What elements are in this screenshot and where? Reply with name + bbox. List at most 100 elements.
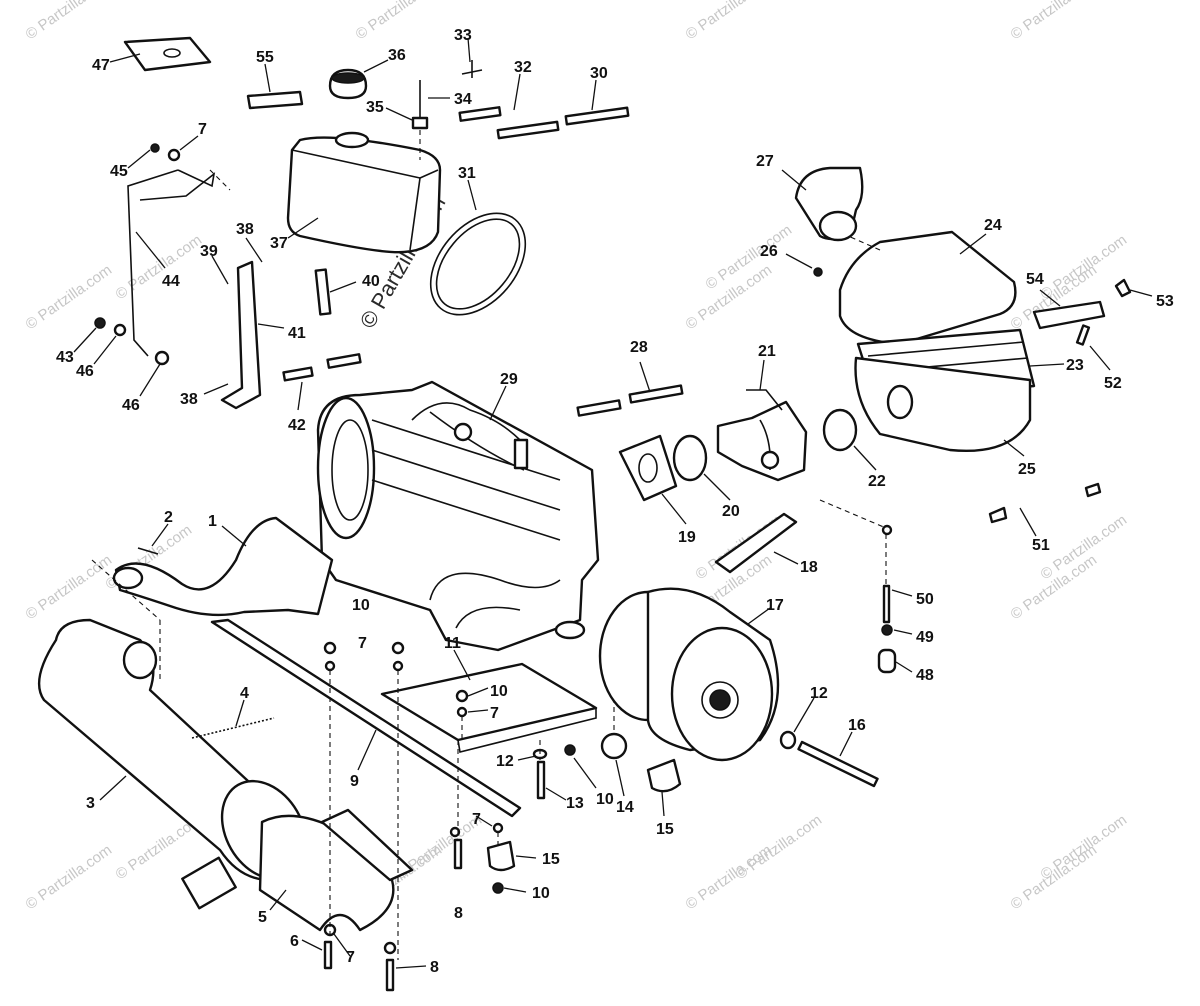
- part-37-edge: [291, 149, 421, 179]
- leader-7e: [333, 933, 351, 957]
- part-5-bracket: [320, 808, 414, 882]
- part-28-hose: [628, 384, 684, 404]
- watermark-corner: © Partzilla.com: [23, 551, 116, 623]
- leader-21: [759, 359, 765, 391]
- callout-27: 27: [756, 153, 774, 170]
- part-55-decal: [246, 90, 304, 110]
- assembly-line: [91, 559, 161, 621]
- part-33-tee-fitting: [461, 60, 483, 78]
- callout-1: 1: [208, 513, 217, 530]
- callout-40: 40: [362, 273, 380, 290]
- callout-45: 45: [110, 163, 128, 180]
- leader-15b: [515, 855, 537, 859]
- part-7-washer: [167, 148, 181, 162]
- callout-55: 55: [256, 49, 274, 66]
- part-31-strap-inner: [435, 218, 521, 310]
- leader-52: [1089, 345, 1111, 371]
- leader-53: [1129, 289, 1153, 297]
- part-32-hose: [458, 106, 502, 122]
- leader-38b: [203, 383, 229, 395]
- part-9-rail: [210, 618, 522, 818]
- callout-30: 30: [590, 65, 608, 82]
- callout-24: 24: [984, 217, 1002, 234]
- leader-7c: [467, 709, 489, 713]
- callout-2: 2: [164, 509, 173, 526]
- callout-51: 51: [1032, 537, 1050, 554]
- callout-35: 35: [366, 99, 384, 116]
- callout-8: 8: [454, 905, 463, 922]
- leader-45: [127, 149, 151, 169]
- part-7-washer: [449, 826, 461, 838]
- leader-39: [211, 255, 229, 285]
- leader-5: [269, 889, 287, 911]
- part-5-heat-shield: [258, 814, 395, 932]
- callout-11: 11: [444, 635, 461, 652]
- callout-15: 15: [542, 851, 560, 868]
- callout-37: 37: [270, 235, 288, 252]
- part-14-spacer: [600, 732, 628, 760]
- part-37-filler-neck: [334, 131, 370, 149]
- callout-29: 29: [500, 371, 518, 388]
- callout-50: 50: [916, 591, 934, 608]
- callout-19: 19: [678, 529, 696, 546]
- leader-4: [235, 699, 245, 727]
- callout-38: 38: [180, 391, 198, 408]
- callout-7: 7: [472, 811, 481, 828]
- leader-41: [257, 323, 285, 329]
- part-46-washer: [154, 350, 170, 366]
- callout-9: 9: [350, 773, 359, 790]
- part-23-filter-line: [867, 341, 1025, 357]
- part-11-mount-plate: [380, 662, 598, 742]
- leader-20: [703, 473, 731, 501]
- leader-16: [839, 731, 853, 757]
- callout-41: 41: [288, 325, 306, 342]
- part-21-carb-bowl: [760, 450, 780, 470]
- part-41-bracket: [220, 260, 262, 410]
- leader-36: [363, 59, 389, 73]
- part-46-washer: [113, 323, 127, 337]
- part-18-strip: [714, 512, 798, 574]
- part-51-screw: [1084, 482, 1102, 498]
- part-51-screw: [988, 506, 1008, 524]
- leader-46b: [139, 363, 161, 397]
- callout-36: 36: [388, 47, 406, 64]
- leader-25: [1003, 439, 1025, 457]
- leader-35: [385, 107, 413, 121]
- part-37-edge: [409, 177, 421, 251]
- assembly-line: [209, 169, 231, 191]
- callout-46: 46: [76, 363, 94, 380]
- leader-17: [747, 607, 771, 625]
- assembly-line: [847, 235, 881, 251]
- callout-54: 54: [1026, 271, 1044, 288]
- part-21-carburetor: [716, 400, 808, 482]
- leader-10b: [467, 687, 489, 697]
- part-8-bolt: [453, 838, 463, 870]
- part-10-nut: [391, 641, 405, 655]
- callout-10: 10: [490, 683, 508, 700]
- leader-10c: [573, 757, 597, 789]
- part-3-tailpipe: [181, 856, 237, 910]
- callout-43: 43: [56, 349, 74, 366]
- callout-3: 3: [86, 795, 95, 812]
- callout-12: 12: [810, 685, 828, 702]
- leader-11: [453, 649, 471, 681]
- leader-51: [1019, 507, 1037, 537]
- part-47-hole: [163, 48, 181, 58]
- leader-19: [661, 493, 687, 525]
- part-11-plate-edge: [457, 708, 597, 753]
- part-42-hose: [326, 353, 362, 369]
- leader-23: [1029, 363, 1065, 367]
- part-54-bracket: [1032, 300, 1106, 330]
- leader-14: [615, 759, 625, 797]
- part-7-washer: [456, 706, 468, 718]
- part-50-rod: [882, 584, 891, 624]
- callout-22: 22: [868, 473, 886, 490]
- callout-18: 18: [800, 559, 818, 576]
- part-10-nut: [323, 641, 337, 655]
- part-4-spring: [191, 717, 275, 739]
- leader-1: [221, 525, 247, 547]
- leader-13: [545, 787, 567, 801]
- callout-17: 17: [766, 597, 784, 614]
- leader-18: [773, 551, 799, 565]
